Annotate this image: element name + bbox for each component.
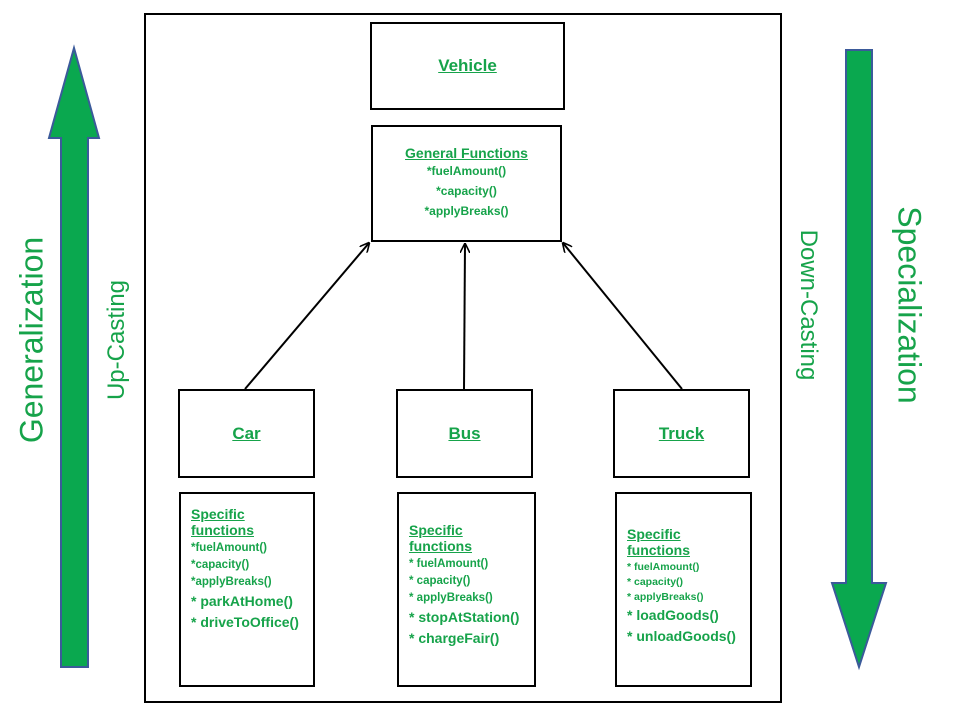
bus-inherit-arrow <box>464 244 465 390</box>
car-inherit-arrow <box>244 243 369 390</box>
bus-function-item: * stopAtStation() <box>409 609 520 625</box>
truck-function-item: * capacity() <box>627 576 684 588</box>
bus-function-item: * applyBreaks() <box>409 592 493 604</box>
truck-inherit-arrow <box>563 243 683 390</box>
truck-title: Truck <box>658 423 705 443</box>
bus-function-item: * capacity() <box>409 575 471 587</box>
car-function-item: *applyBreaks() <box>191 576 272 588</box>
general-function-item: *applyBreaks() <box>424 204 509 218</box>
car-functions-box: Specific functions *fuelAmount() *capaci… <box>179 492 315 687</box>
bus-function-item: * chargeFair() <box>409 630 500 646</box>
truck-function-item: * loadGoods() <box>627 607 719 623</box>
vehicle-title: Vehicle <box>438 56 497 75</box>
bus-box: Bus <box>396 389 533 478</box>
up-arrow-icon <box>47 44 101 668</box>
car-function-item: *fuelAmount() <box>191 542 268 554</box>
truck-function-item: * unloadGoods() <box>627 628 736 644</box>
car-title: Car <box>232 423 261 443</box>
bus-function-item: * fuelAmount() <box>409 558 489 570</box>
car-specific-title: Specific functions <box>191 506 254 538</box>
car-function-item: * parkAtHome() <box>191 593 293 609</box>
truck-functions-box: Specific functions * fuelAmount() * capa… <box>615 492 752 687</box>
truck-specific-title: Specific functions <box>627 526 690 558</box>
down-arrow-icon <box>830 49 888 671</box>
car-function-item: * driveToOffice() <box>191 614 299 630</box>
car-box: Car <box>178 389 315 478</box>
bus-functions-box: Specific functions * fuelAmount() * capa… <box>397 492 536 687</box>
car-function-item: *capacity() <box>191 559 250 571</box>
truck-function-item: * applyBreaks() <box>627 591 704 603</box>
general-function-item: *capacity() <box>436 184 497 198</box>
vehicle-box: Vehicle <box>370 22 565 110</box>
general-functions-box: General Functions *fuelAmount() *capacit… <box>371 125 562 242</box>
truck-box: Truck <box>613 389 750 478</box>
general-function-item: *fuelAmount() <box>426 164 507 178</box>
truck-function-item: * fuelAmount() <box>627 561 700 573</box>
general-functions-list: *fuelAmount() *capacity() *applyBreaks() <box>373 161 560 221</box>
diagram-frame <box>144 13 782 703</box>
general-functions-title: General Functions <box>405 145 528 161</box>
bus-title: Bus <box>448 423 481 443</box>
bus-specific-title: Specific functions <box>409 522 472 554</box>
